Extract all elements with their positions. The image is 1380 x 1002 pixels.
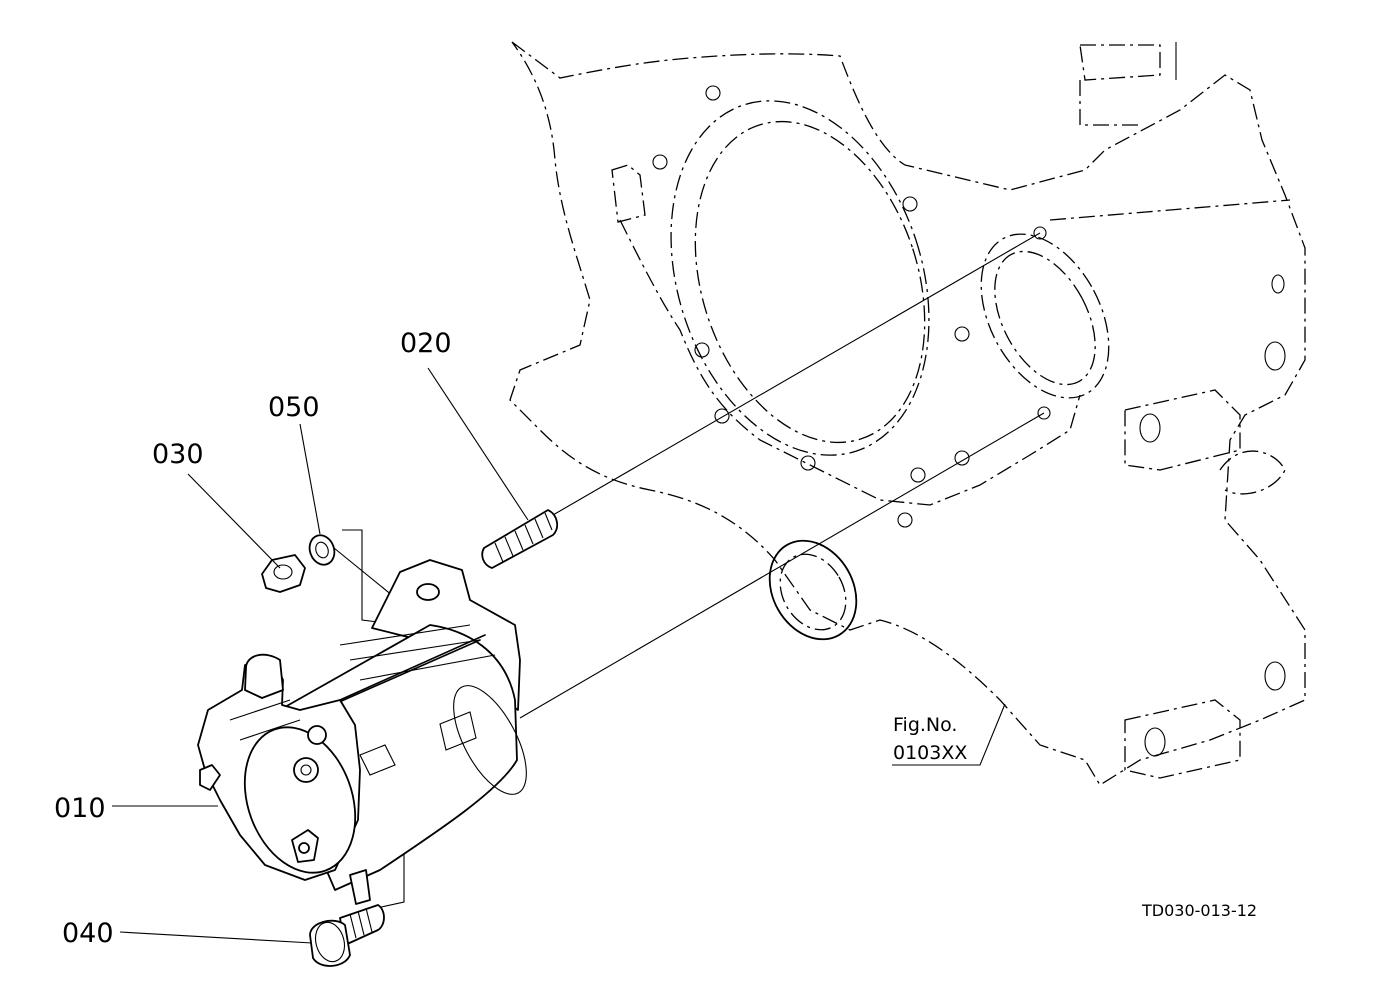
callout-leaders	[112, 367, 1006, 944]
flange-bolt	[309, 904, 385, 967]
spring-washer	[308, 534, 336, 566]
callout-030: 030	[152, 439, 204, 470]
figure-number: 0103XX	[893, 742, 967, 764]
callout-020: 020	[400, 328, 452, 359]
hex-nut	[261, 554, 306, 593]
starter-motor	[197, 559, 527, 905]
drawing-id: TD030-013-12	[1141, 901, 1257, 920]
figure-label: Fig.No.	[893, 714, 957, 736]
callout-050: 050	[268, 392, 320, 423]
stud-bolt	[481, 509, 559, 569]
flywheel-housing	[509, 41, 1306, 786]
callout-040: 040	[62, 918, 114, 949]
callout-010: 010	[54, 793, 106, 824]
